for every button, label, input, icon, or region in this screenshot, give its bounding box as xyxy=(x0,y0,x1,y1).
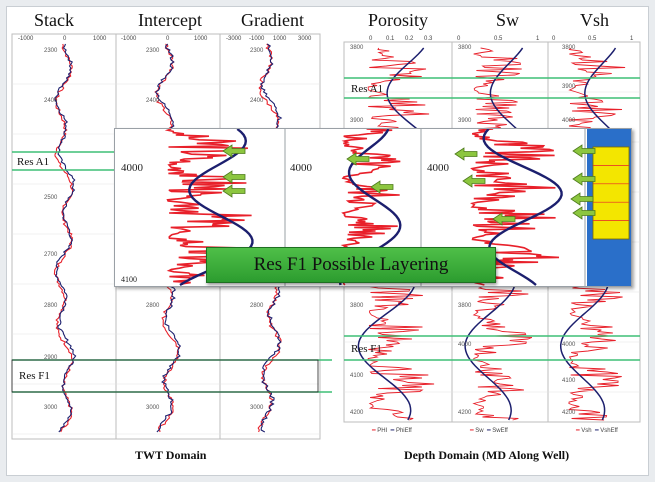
band-label-res-a1-md: Res A1 xyxy=(351,83,384,95)
legend-entry: VshEff xyxy=(600,428,618,434)
depth-label: 2400 xyxy=(146,98,160,104)
depth-label: 4200 xyxy=(562,410,576,416)
depth-label: 3800 xyxy=(350,45,364,51)
depth-label: 3900 xyxy=(350,118,364,124)
depth-label: 3900 xyxy=(458,118,472,124)
layer-arrow-icon xyxy=(454,147,478,161)
inset-depth-label: 4000 xyxy=(427,162,449,174)
legend-entry: PhiEff xyxy=(395,428,412,434)
layer-arrow-icon xyxy=(572,144,596,158)
depth-label: 3000 xyxy=(146,405,160,411)
depth-label: 3800 xyxy=(458,303,472,309)
depth-label: 2300 xyxy=(44,48,58,54)
layer-arrow-icon xyxy=(570,192,594,206)
legend-vsh: ━ Vsh ━ VshEff xyxy=(576,428,618,434)
depth-label: 2400 xyxy=(44,98,58,104)
layer-arrow-icon xyxy=(572,206,596,220)
tick-label: 0 xyxy=(552,36,556,42)
layer-arrow-icon xyxy=(370,180,394,194)
depth-label: 3000 xyxy=(44,405,58,411)
legend-entry: PHI xyxy=(377,428,388,434)
layer-arrow-icon xyxy=(222,170,246,184)
depth-label: 4100 xyxy=(562,378,576,384)
inset-depth-label: 4100 xyxy=(121,275,137,284)
depth-label: 2800 xyxy=(146,303,160,309)
depth-label: 2800 xyxy=(250,303,264,309)
tick-label: 0 xyxy=(369,36,373,42)
tick-label: 0.5 xyxy=(588,36,597,42)
inset-depth-label: 4000 xyxy=(121,162,143,174)
legend-entry: Sw xyxy=(475,428,484,434)
layer-arrow-icon xyxy=(222,184,246,198)
tick-label: -1000 xyxy=(121,36,137,42)
depth-label: 2300 xyxy=(250,48,264,54)
header-intercept: Intercept xyxy=(138,10,202,30)
legend-entry: Vsh xyxy=(581,428,592,434)
layer-arrow-icon xyxy=(346,152,370,166)
band-label-res-a1-twt: Res A1 xyxy=(17,156,50,168)
depth-label: 2300 xyxy=(146,48,160,54)
depth-label: 3900 xyxy=(562,84,576,90)
tick-label: 1000 xyxy=(273,36,287,42)
header-gradient: Gradient xyxy=(241,10,304,30)
tick-label: 0.3 xyxy=(424,36,433,42)
depth-label: 2500 xyxy=(44,195,58,201)
tick-label: 0.1 xyxy=(386,36,395,42)
depth-label: 4100 xyxy=(350,373,364,379)
band-label-res-f1-md: Res F1 xyxy=(351,343,382,355)
tick-label: 1 xyxy=(536,36,540,42)
depth-label: 3800 xyxy=(562,45,576,51)
seismic-trace xyxy=(54,43,77,433)
depth-label: 4000 xyxy=(562,118,576,124)
tick-label: 1000 xyxy=(194,36,208,42)
reservoir-band-box xyxy=(11,359,319,393)
legend-sw: ━ Sw ━ SwEff xyxy=(470,428,508,434)
depth-label: 3000 xyxy=(250,405,264,411)
depth-label: 4200 xyxy=(350,410,364,416)
band-label-res-f1-twt: Res F1 xyxy=(19,370,50,382)
header-vsh: Vsh xyxy=(580,10,610,30)
caption-twt-domain: TWT Domain xyxy=(135,448,207,462)
layer-arrow-icon xyxy=(222,144,246,158)
depth-label: 4000 xyxy=(458,342,472,348)
tick-label: 3000 xyxy=(298,36,312,42)
legend-entry: SwEff xyxy=(492,428,508,434)
tick-label: 1 xyxy=(630,36,634,42)
layer-arrow-icon xyxy=(572,172,596,186)
inset-log-curve xyxy=(164,129,252,286)
inset-log-curve xyxy=(482,129,563,286)
layer-arrow-icon xyxy=(462,174,486,188)
header-porosity: Porosity xyxy=(368,10,429,30)
depth-label: 4000 xyxy=(562,342,576,348)
tick-label: -1000 xyxy=(249,36,265,42)
depth-label: 3800 xyxy=(350,303,364,309)
depth-label: 2400 xyxy=(250,98,264,104)
tick-label: 0 xyxy=(457,36,461,42)
tick-label: -1000 xyxy=(18,36,34,42)
depth-label: 2900 xyxy=(44,355,58,361)
tick-label: 0.5 xyxy=(494,36,503,42)
layer-arrow-icon xyxy=(492,212,516,226)
tick-label: 0.2 xyxy=(405,36,414,42)
inset-curves-canvas xyxy=(164,129,631,286)
depth-label: 4200 xyxy=(458,410,472,416)
inset-depth-label: 4000 xyxy=(290,162,312,174)
tick-label: -3000 xyxy=(226,36,242,42)
depth-label: 3800 xyxy=(458,45,472,51)
depth-label: 2800 xyxy=(44,303,58,309)
layer-box xyxy=(592,146,630,240)
tick-label: 0 xyxy=(63,36,67,42)
header-stack: Stack xyxy=(34,10,74,30)
caption-depth-domain: Depth Domain (MD Along Well) xyxy=(404,448,570,462)
inset-log-curve xyxy=(470,129,560,286)
layering-banner: Res F1 Possible Layering xyxy=(206,247,496,283)
header-sw: Sw xyxy=(496,10,520,30)
legend-porosity: ━ PHI ━ PhiEff xyxy=(372,428,412,434)
tick-label: 0 xyxy=(166,36,170,42)
depth-label: 2700 xyxy=(44,252,58,258)
tick-label: 1000 xyxy=(93,36,107,42)
